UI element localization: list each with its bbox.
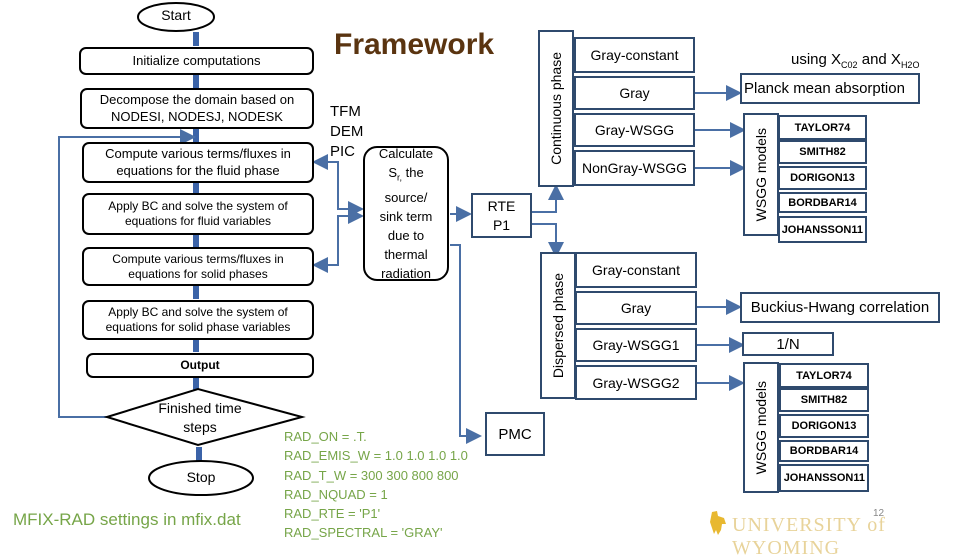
settings-line: RAD_RTE = 'P1' bbox=[284, 506, 381, 522]
wsgg-item: DORIGON13 bbox=[779, 414, 869, 438]
step-decompose: Decompose the domain based on NODESI, NO… bbox=[80, 88, 314, 129]
settings-line: RAD_T_W = 300 300 800 800 bbox=[284, 467, 459, 483]
continuous-item: NonGray-WSGG bbox=[574, 150, 695, 186]
one-over-n-box: 1/N bbox=[742, 332, 834, 356]
wsgg-item: DORIGON13 bbox=[778, 166, 867, 190]
calc-line: Calculate bbox=[378, 146, 434, 162]
university-logo-text: UNIVERSITY of WYOMING bbox=[732, 514, 886, 559]
decision-node: Finished time steps bbox=[158, 400, 242, 435]
step-output: Output bbox=[86, 353, 314, 378]
wsgg-item: SMITH82 bbox=[779, 388, 869, 412]
dispersed-wsgg-box: WSGG models bbox=[743, 362, 779, 493]
dispersed-item: Gray-WSGG2 bbox=[575, 365, 697, 400]
model-dem: DEM bbox=[330, 123, 364, 140]
wsgg-item: TAYLOR74 bbox=[778, 115, 867, 140]
step-compute-solid: Compute various terms/fluxes in equation… bbox=[82, 247, 314, 286]
dispersed-item: Gray-constant bbox=[575, 252, 697, 288]
pmc-box: PMC bbox=[485, 412, 545, 456]
continuous-phase-label: Continuous phase bbox=[548, 52, 564, 165]
wsgg-item: SMITH82 bbox=[778, 140, 867, 164]
step-compute-fluid: Compute various terms/fluxes in equation… bbox=[82, 142, 314, 183]
calc-line: due to bbox=[387, 227, 425, 243]
settings-heading: MFIX-RAD settings in mfix.dat bbox=[13, 510, 241, 529]
rte-method: P1 bbox=[492, 216, 511, 233]
dispersed-phase-label: Dispersed phase bbox=[550, 272, 566, 379]
settings-line: RAD_SPECTRAL = 'GRAY' bbox=[284, 525, 443, 541]
continuous-phase-box: Continuous phase bbox=[538, 30, 574, 187]
dispersed-phase-box: Dispersed phase bbox=[540, 252, 576, 399]
dispersed-item: Gray bbox=[575, 291, 697, 325]
wsgg-item: BORDBAR14 bbox=[778, 192, 867, 213]
continuous-item: Gray-WSGG bbox=[574, 113, 695, 147]
page-title: Framework bbox=[334, 28, 495, 61]
continuous-item: Gray bbox=[574, 76, 695, 110]
calc-line: sink term bbox=[379, 208, 433, 224]
step-solve-solid: Apply BC and solve the system of equatio… bbox=[82, 300, 314, 340]
planck-mean-box: Planck mean absorption bbox=[740, 73, 920, 104]
settings-line: RAD_ON = .T. bbox=[284, 429, 367, 444]
rte-label: RTE bbox=[487, 197, 516, 214]
model-list: TFM DEM PIC bbox=[330, 102, 363, 162]
wsgg-models-label: WSGG models bbox=[753, 380, 769, 475]
cowboy-logo-icon bbox=[708, 510, 728, 536]
stop-ellipse bbox=[148, 460, 254, 496]
continuous-wsgg-box: WSGG models bbox=[743, 113, 779, 236]
connector-lines bbox=[58, 2, 746, 496]
model-pic: PIC bbox=[330, 143, 356, 160]
page-number: 12 bbox=[873, 508, 885, 519]
buckius-hwang-box: Buckius-Hwang correlation bbox=[740, 292, 940, 323]
calc-line: radiation bbox=[381, 265, 431, 281]
wsgg-item: JOHANSSON11 bbox=[778, 216, 867, 243]
rte-box: RTE P1 bbox=[471, 193, 532, 238]
settings-list: RAD_ON = .T. RAD_EMIS_W = 1.0 1.0 1.0 1.… bbox=[284, 427, 468, 543]
wsgg-item: TAYLOR74 bbox=[779, 363, 869, 388]
calc-line: thermal bbox=[384, 246, 428, 262]
decision-diamond bbox=[103, 387, 306, 447]
start-ellipse bbox=[137, 2, 215, 32]
continuous-item: Gray-constant bbox=[574, 37, 695, 73]
step-solve-fluid: Apply BC and solve the system of equatio… bbox=[82, 193, 314, 235]
calc-line: Sr, the bbox=[388, 165, 424, 183]
wsgg-item: BORDBAR14 bbox=[779, 440, 869, 462]
step-initialize: Initialize computations bbox=[79, 47, 314, 75]
settings-line: RAD_EMIS_W = 1.0 1.0 1.0 1.0 bbox=[284, 448, 468, 464]
start-node: Start bbox=[161, 7, 191, 23]
settings-line: RAD_NQUAD = 1 bbox=[284, 486, 388, 502]
calc-source-term-box: Calculate Sr, the source/ sink term due … bbox=[363, 146, 449, 281]
flow-arrows bbox=[193, 32, 202, 461]
calc-line: source/ bbox=[384, 189, 428, 205]
stop-node: Stop bbox=[186, 469, 216, 485]
model-tfm: TFM bbox=[330, 103, 361, 120]
dispersed-item: Gray-WSGG1 bbox=[575, 328, 697, 362]
absorption-note: using XC02 and XH2O bbox=[791, 51, 920, 70]
wsgg-models-label: WSGG models bbox=[753, 127, 769, 222]
wsgg-item: JOHANSSON11 bbox=[779, 464, 869, 492]
